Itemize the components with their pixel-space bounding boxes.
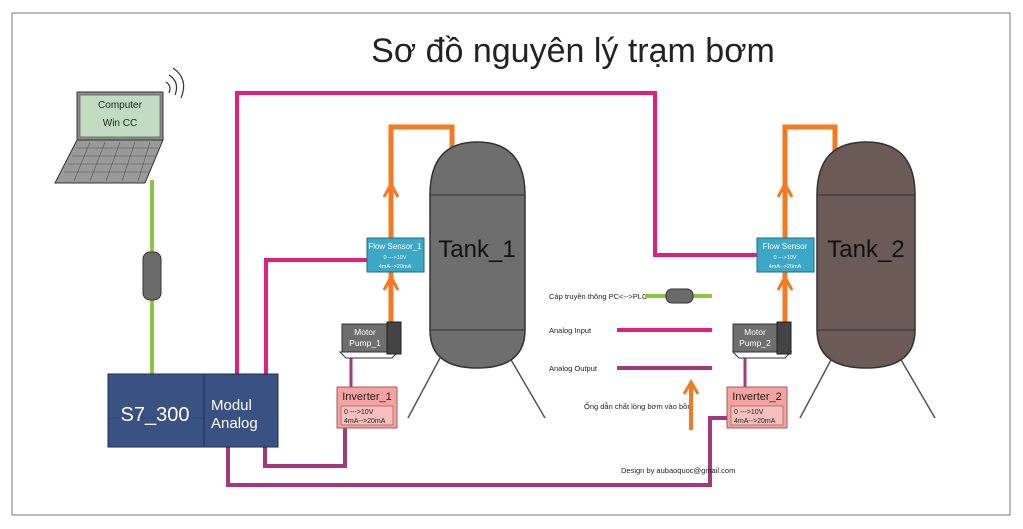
motor-pump-2-body	[732, 323, 780, 353]
motor-pump-2-line2: Pump_2	[739, 338, 771, 348]
modul-line1: Modul	[211, 397, 252, 414]
comm-cable-connector	[142, 251, 162, 301]
analog-output-line-1	[263, 428, 347, 468]
inverter-1-title: Inverter_1	[342, 391, 392, 403]
motor-pump-1: Motor Pump_1	[338, 321, 402, 359]
flow-sensor-1-range-v: 0 --->10V	[383, 255, 406, 261]
diagram-frame	[11, 12, 1011, 516]
plc-box	[107, 373, 205, 448]
motor-pump-2-line1: Motor	[744, 327, 766, 337]
legend-comm-connector	[665, 288, 694, 304]
analog-input-line-1	[264, 258, 370, 375]
inverter-1: Inverter_1 0 --->10V 4mA-->20mA	[336, 386, 398, 429]
pipe-1-arrow-mid-icon	[382, 273, 400, 291]
legend-pipe-label: Ống dẫn chất lỏng bơm vào bồn	[584, 401, 692, 411]
legend-analog-input-label: Analog Input	[549, 326, 592, 335]
motor-pump-1-line2: Pump_1	[349, 338, 381, 348]
flow-sensor-1-box	[366, 237, 425, 273]
modul-analog: Modul Analog	[203, 373, 279, 448]
laptop-screen	[79, 94, 161, 138]
flow-sensor-1-range-ma: 4mA-->20mA	[379, 264, 412, 270]
motor-pump-1-body	[341, 323, 389, 353]
flow-sensor-2-range-ma: 4mA-->20mA	[769, 264, 802, 270]
legend: Cáp truyền thông PC<-->PLC Analog Input …	[549, 288, 712, 430]
laptop-line2: Win CC	[103, 118, 137, 129]
pipe-2-arrow-mid-icon	[776, 273, 794, 291]
laptop-keys	[64, 141, 158, 182]
design-credit: Design by aubaoquoc@gmail.com	[621, 466, 735, 475]
tank-2-leg-right	[899, 357, 936, 419]
analog-input-line-2	[235, 91, 757, 375]
flow-sensor-1: Flow Sensor_1 0 --->10V 4mA-->20mA	[366, 237, 425, 273]
tank-1: Tank_1	[407, 141, 546, 419]
tank-2-leg-left	[799, 357, 833, 419]
tank-1-label: Tank_1	[438, 236, 515, 263]
legend-pipe-arrow-icon	[682, 379, 700, 395]
motor-pump-1-line1: Motor	[354, 327, 376, 337]
diagram-title: Sơ đồ nguyên lý trạm bơm	[371, 32, 775, 70]
tank-2-label: Tank_2	[827, 236, 904, 263]
inverter-1-spec-box	[340, 405, 394, 426]
analog-output-line-2	[226, 416, 730, 487]
pipe-2-arrow-up-icon	[776, 180, 794, 198]
motor-pump-2-head	[776, 321, 792, 355]
motor-pump-2: Motor Pump_2	[731, 321, 793, 359]
tank-1-leg-left	[407, 357, 441, 419]
wifi-icon	[165, 67, 185, 99]
tank-1-leg-right	[509, 357, 546, 419]
flow-sensor-2-range-v: 0 --->10V	[773, 255, 796, 261]
modul-line2: Analog	[211, 415, 258, 432]
flow-sensor-1-title: Flow Sensor_1	[368, 242, 422, 251]
modul-box	[203, 373, 279, 448]
inverter-2-spec-box	[730, 405, 784, 426]
inverter-2: Inverter_2 0 --->10V 4mA-->20mA	[726, 386, 788, 429]
legend-analog-output-label: Analog Output	[549, 364, 598, 373]
plc-s7-300: S7_300	[107, 373, 205, 448]
inverter-1-range-ma: 4mA-->20mA	[344, 418, 386, 425]
motor-pump-1-head	[386, 321, 402, 355]
plc-label: S7_300	[121, 404, 190, 426]
laptop-keyboard	[54, 139, 164, 184]
flow-sensor-2-title: Flow Sensor	[763, 242, 808, 251]
inverter-1-range-v: 0 --->10V	[344, 409, 374, 416]
inverter-2-title: Inverter_2	[732, 391, 782, 403]
tank-2: Tank_2	[799, 141, 936, 419]
inverter-2-range-v: 0 --->10V	[734, 409, 764, 416]
legend-comm-label: Cáp truyền thông PC<-->PLC	[549, 292, 648, 301]
pipe-1-arrow-up-icon	[382, 180, 400, 198]
laptop-computer: Computer Win CC	[54, 67, 185, 184]
inverter-2-range-ma: 4mA-->20mA	[734, 418, 776, 425]
flow-sensor-2: Flow Sensor 0 --->10V 4mA-->20mA	[756, 237, 815, 273]
laptop-line1: Computer	[98, 100, 143, 111]
flow-sensor-2-box	[756, 237, 815, 273]
